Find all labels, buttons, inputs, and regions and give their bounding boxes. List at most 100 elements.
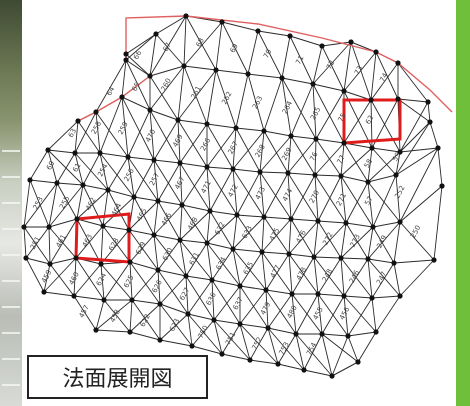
- mesh-edge: [159, 303, 189, 315]
- mesh-edge: [221, 21, 259, 32]
- mesh-edge: [25, 226, 50, 259]
- panel-number-label: 62: [364, 114, 375, 126]
- mesh-edge: [393, 221, 401, 264]
- mesh-edge: [314, 174, 347, 224]
- mesh-edge: [399, 121, 431, 153]
- mesh-node: [391, 260, 397, 266]
- mesh-edge: [100, 263, 105, 301]
- mesh-edge: [395, 174, 401, 223]
- mesh-edge: [211, 248, 234, 281]
- mesh-edge: [157, 239, 181, 271]
- mesh-edge: [73, 295, 105, 301]
- mesh-edge: [232, 168, 238, 216]
- mesh-node: [75, 118, 81, 124]
- mesh-edge: [345, 181, 369, 224]
- mesh-edge: [121, 96, 155, 161]
- mesh-edge: [73, 295, 97, 331]
- mesh-node: [209, 277, 215, 283]
- panel-number-label: 249: [375, 234, 388, 250]
- mesh-edge: [340, 257, 369, 260]
- mesh-edge: [179, 210, 211, 241]
- mesh-edge: [23, 226, 27, 259]
- mesh-node: [27, 177, 33, 183]
- panel-number-label: 250: [409, 224, 422, 240]
- mesh-edge: [206, 242, 234, 250]
- photo-fence-bar: [2, 384, 20, 386]
- panel-number-label: 624: [95, 271, 109, 287]
- panel-number-label: 261: [190, 85, 203, 101]
- mesh-edge: [56, 182, 78, 220]
- mesh-edge: [315, 138, 342, 177]
- panel-number-label: 251: [29, 235, 42, 251]
- photo-fence-bar: [2, 358, 20, 360]
- mesh-edge: [125, 33, 157, 55]
- mesh-edge: [261, 251, 290, 255]
- mesh-edge: [213, 285, 241, 321]
- mesh-edge: [288, 253, 293, 295]
- mesh-edge: [397, 98, 431, 123]
- mesh-edge: [74, 120, 79, 154]
- mesh-node: [213, 67, 219, 73]
- mesh-node: [319, 43, 325, 49]
- figure-title-box: 法面展開図: [27, 355, 208, 399]
- panel-number-label: 60: [45, 160, 56, 172]
- mesh-edge: [314, 174, 319, 222]
- panel-number-label: 478: [295, 266, 308, 282]
- mesh-node: [207, 208, 213, 214]
- mesh-edge: [321, 333, 349, 337]
- panel-number-label: 257: [148, 172, 161, 188]
- mesh-node: [329, 373, 335, 379]
- mesh-edge: [213, 319, 251, 361]
- mesh-edge: [331, 361, 359, 377]
- mesh-edge: [99, 152, 129, 158]
- panel-number-label: 68: [195, 37, 206, 49]
- mesh-edge: [23, 226, 51, 265]
- mesh-node: [157, 337, 163, 343]
- mesh-edge: [179, 239, 187, 277]
- mesh-edge: [281, 35, 291, 79]
- mesh-edge: [129, 261, 133, 301]
- mesh-edge: [371, 295, 401, 299]
- mesh-edge: [187, 313, 215, 321]
- panel-number-label: 637: [232, 296, 245, 312]
- mesh-edge: [179, 162, 208, 168]
- mesh-edge: [206, 242, 241, 287]
- mesh-edge: [340, 257, 345, 297]
- mesh-edge: [313, 220, 319, 258]
- mesh-node: [151, 157, 157, 163]
- mesh-edge: [340, 226, 374, 259]
- mesh-edge: [375, 295, 401, 333]
- mesh-edge: [107, 189, 130, 231]
- mesh-edge: [149, 109, 181, 164]
- mesh-edge: [343, 99, 372, 144]
- mesh-node: [279, 75, 285, 81]
- mesh-edge: [153, 119, 179, 161]
- panel-number-label: 269: [280, 146, 293, 162]
- panel-number-label: 75: [337, 112, 348, 124]
- panel-number-label: 469: [171, 133, 184, 149]
- mesh-edge: [265, 253, 290, 291]
- mesh-edge: [263, 216, 292, 220]
- mesh-node: [431, 257, 437, 263]
- mesh-edge: [99, 152, 109, 191]
- panel-number-label: 258: [90, 120, 103, 136]
- mesh-edge: [397, 98, 429, 103]
- mesh-edge: [371, 147, 397, 176]
- mesh-edge: [371, 147, 401, 153]
- mesh-edge: [263, 130, 292, 137]
- panel-number-label: 753: [278, 341, 291, 357]
- mesh-edge: [206, 123, 237, 129]
- mesh-edge: [314, 174, 342, 177]
- mesh-edge: [289, 35, 314, 85]
- mesh-node: [368, 97, 374, 103]
- mesh-edge: [74, 152, 109, 191]
- mesh-node: [234, 212, 240, 218]
- mesh-edge: [317, 175, 342, 222]
- mesh-edge: [357, 331, 377, 363]
- mesh-node: [397, 149, 403, 155]
- mesh-node: [183, 13, 189, 19]
- mesh-edge: [393, 262, 401, 297]
- mesh-edge: [340, 147, 373, 177]
- mesh-edge: [232, 168, 261, 173]
- mesh-node: [287, 33, 293, 39]
